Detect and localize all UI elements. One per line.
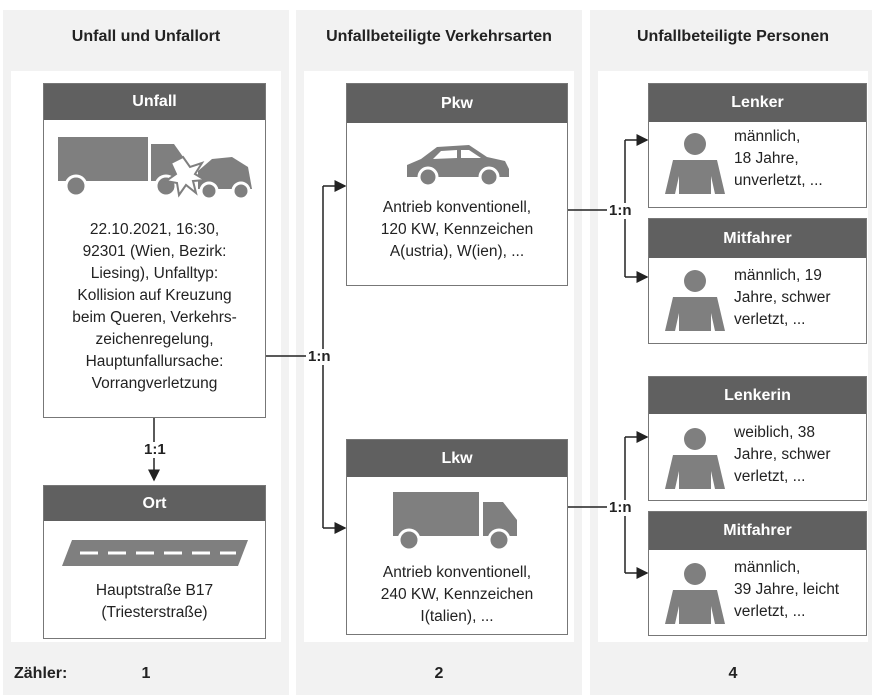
person-box-mitfahrer: Mitfahrer männlich, 39 Jahre, leicht ver… <box>648 511 867 636</box>
relation-lkw-personen: 1:n <box>607 499 634 516</box>
person-icon <box>665 133 725 194</box>
footer-label: Zähler: <box>14 665 68 682</box>
lkw-details: Antrieb konventionell, 240 KW, Kennzeich… <box>347 562 567 628</box>
text-line: männlich, 19 <box>734 267 822 284</box>
text-line: Kollision auf Kreuzung <box>77 287 232 304</box>
text-line: 92301 (Wien, Bezirk: <box>82 243 227 260</box>
truck-icon <box>393 492 517 552</box>
text-line: 39 Jahre, leicht <box>734 581 840 598</box>
person-box-lenker: Lenker männlich, 18 Jahre, unverletzt, .… <box>648 83 867 208</box>
unfall-title: Unfall <box>44 84 265 120</box>
person-title: Mitfahrer <box>649 219 866 258</box>
column-title: Unfallbeteiligte Personen <box>636 28 830 45</box>
text-line: I(talien), ... <box>420 608 494 625</box>
column-title: Unfallbeteiligte Verkehrsarten <box>326 28 552 45</box>
person-title: Lenkerin <box>649 377 866 414</box>
text-line: verletzt, ... <box>734 603 806 620</box>
pkw-box: Pkw Antrieb konventionell, 120 KW, Kennz… <box>346 83 568 286</box>
person-icon <box>665 428 725 489</box>
text-line: weiblich, 38 <box>734 424 815 441</box>
text-line: Hauptunfallursache: <box>85 353 224 370</box>
text-line: Jahre, schwer <box>734 289 831 306</box>
column-count: 2 <box>434 665 444 682</box>
text-line: 22.10.2021, 16:30, <box>89 221 220 238</box>
relation-pkw-personen: 1:n <box>607 202 634 219</box>
pkw-title: Pkw <box>347 84 567 123</box>
lkw-box: Lkw Antrieb konventionell, 240 KW, Kennz… <box>346 439 568 635</box>
ort-box: Ort Hauptstraße B17 (Triesterstraße) <box>43 485 266 639</box>
text-line: beim Queren, Verkehrs- <box>72 309 237 326</box>
unfall-details: 22.10.2021, 16:30, 92301 (Wien, Bezirk: … <box>44 219 265 395</box>
person-details: männlich, 19 Jahre, schwer verletzt, ... <box>734 265 830 331</box>
text-line: 18 Jahre, <box>734 150 799 167</box>
text-line: 120 KW, Kennzeichen <box>380 221 534 238</box>
text-line: Antrieb konventionell, <box>382 199 532 216</box>
text-line: unverletzt, ... <box>734 172 823 189</box>
text-line: Vorrangverletzung <box>91 375 218 392</box>
column-count: 1 <box>141 665 151 682</box>
person-icon <box>665 270 725 331</box>
text-line: Liesing), Unfalltyp: <box>90 265 219 282</box>
text-line: (Triesterstraße) <box>101 604 208 621</box>
text-line: verletzt, ... <box>734 311 806 328</box>
pkw-details: Antrieb konventionell, 120 KW, Kennzeich… <box>347 197 567 263</box>
person-box-mitfahrer: Mitfahrer männlich, 19 Jahre, schwer ver… <box>648 218 867 344</box>
road-icon <box>62 540 248 566</box>
text-line: Antrieb konventionell, <box>382 564 532 581</box>
text-line: 240 KW, Kennzeichen <box>380 586 534 603</box>
person-title: Lenker <box>649 84 866 122</box>
text-line: männlich, <box>734 559 801 576</box>
person-details: weiblich, 38 Jahre, schwer verletzt, ... <box>734 422 830 488</box>
column-count: 4 <box>728 665 738 682</box>
text-line: männlich, <box>734 128 801 145</box>
person-title: Mitfahrer <box>649 512 866 550</box>
ort-title: Ort <box>44 486 265 521</box>
person-box-lenkerin: Lenkerin weiblich, 38 Jahre, schwer verl… <box>648 376 867 501</box>
text-line: Hauptstraße B17 <box>95 582 214 599</box>
person-icon <box>665 563 725 624</box>
text-line: zeichenregelung, <box>95 331 214 348</box>
lkw-title: Lkw <box>347 440 567 477</box>
person-details: männlich, 39 Jahre, leicht verletzt, ... <box>734 557 839 623</box>
text-line: A(ustria), W(ien), ... <box>389 243 525 260</box>
text-line: Jahre, schwer <box>734 446 831 463</box>
unfall-box: Unfall 22.10.2021, 16:30, 92301 (Wien, B… <box>43 83 266 418</box>
person-details: männlich, 18 Jahre, unverletzt, ... <box>734 126 823 192</box>
relation-unfall-ort: 1:1 <box>142 441 168 458</box>
ort-details: Hauptstraße B17 (Triesterstraße) <box>44 580 265 624</box>
relation-unfall-fahrzeug: 1:n <box>306 348 333 365</box>
column-title: Unfall und Unfallort <box>71 28 221 45</box>
accident-icon <box>58 137 252 201</box>
text-line: verletzt, ... <box>734 468 806 485</box>
car-icon <box>407 145 509 187</box>
